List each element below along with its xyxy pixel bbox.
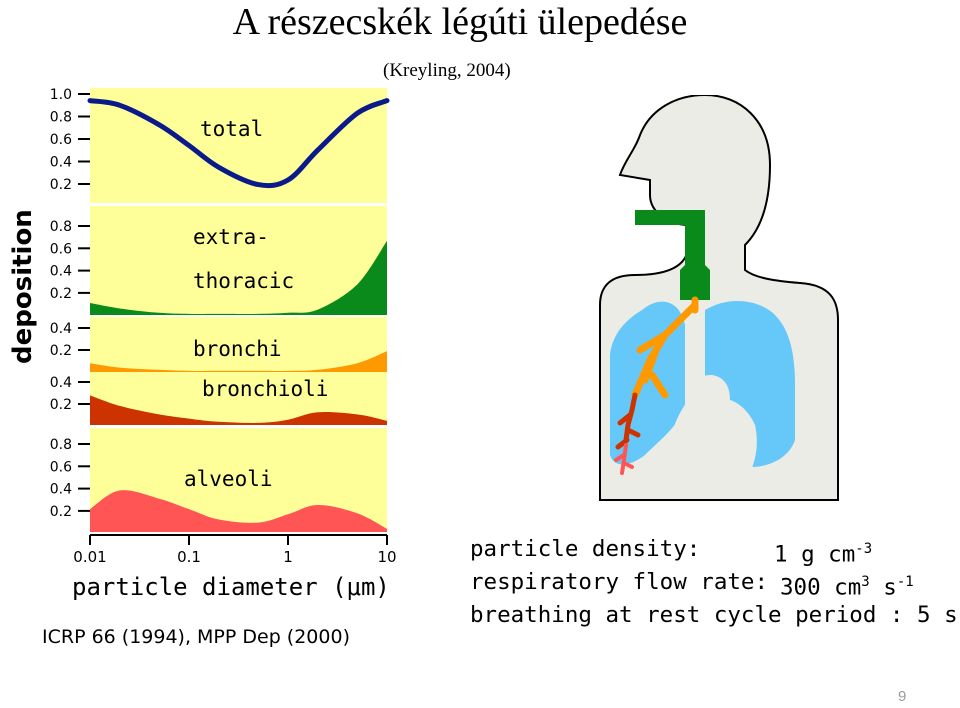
series-area-alveoli xyxy=(90,490,387,532)
y-tick-label-alveoli-3: 0.2 xyxy=(50,504,72,520)
y-tick-label-extrathoracic-1: 0.6 xyxy=(50,241,72,257)
y-tick-label-extrathoracic-2: 0.4 xyxy=(50,264,72,280)
cycle-text: breathing at rest cycle period : 5 s xyxy=(470,602,958,628)
panel-label-extrathoracic-1: thoracic xyxy=(193,269,294,293)
y-tick-label-bronchi-0: 0.4 xyxy=(50,321,72,337)
y-tick-label-extrathoracic-0: 0.8 xyxy=(50,219,72,235)
series-area-bronchi xyxy=(90,351,387,372)
series-area-bronchioli xyxy=(90,395,387,425)
y-tick-label-total-2: 0.6 xyxy=(50,132,72,148)
y-tick-label-alveoli-1: 0.6 xyxy=(50,459,72,475)
y-tick-label-alveoli-0: 0.8 xyxy=(50,437,72,453)
page-title: A részecskék légúti ülepedése xyxy=(232,1,688,43)
panel-label-total-0: total xyxy=(200,117,263,141)
alveoli-tree xyxy=(614,443,634,475)
extrathoracic-airway xyxy=(635,210,710,300)
flow-row: respiratory flow rate: 300 cm3 s-1 xyxy=(470,566,958,601)
x-tick-label-2: 1 xyxy=(283,548,293,566)
panel-label-bronchioli-0: bronchioli xyxy=(202,377,328,401)
parameters-block: particle density: 1 g cm-3 respiratory f… xyxy=(470,533,958,632)
y-tick-label-bronchi-1: 0.2 xyxy=(50,343,72,359)
y-axis-label: deposition xyxy=(8,209,38,364)
x-tick-label-3: 10 xyxy=(377,548,396,566)
panel-label-bronchi-0: bronchi xyxy=(193,337,282,361)
panel-total: 1.0 0.8 0.6 0.4 0.2 total xyxy=(50,87,390,203)
panel-background-extrathoracic xyxy=(90,206,387,315)
panel-label-extrathoracic-0: extra- xyxy=(193,225,269,249)
x-axis: 0.01 0.1 1 10 xyxy=(73,534,397,566)
bronchioli-tree xyxy=(615,392,641,450)
panel-alveoli: 0.8 0.6 0.4 0.2 alveoli xyxy=(50,428,387,532)
page-number: 9 xyxy=(898,688,907,705)
y-tick-label-extrathoracic-3: 0.2 xyxy=(50,286,72,302)
panel-background-bronchi xyxy=(90,317,387,372)
source-citation: ICRP 66 (1994), MPP Dep (2000) xyxy=(42,626,350,648)
panel-bronchi: 0.4 0.2 bronchi xyxy=(50,317,387,372)
x-tick-label-0: 0.01 xyxy=(73,548,106,566)
flow-value: 300 cm3 s-1 xyxy=(780,574,914,601)
chart-panels: 1.0 0.8 0.6 0.4 0.2 total 0.8 0.6 0.4 0.2 extra-th… xyxy=(50,87,390,532)
series-area-extrathoracic xyxy=(90,240,387,315)
y-tick-label-bronchioli-0: 0.4 xyxy=(50,375,72,391)
density-label: particle density: xyxy=(470,536,701,562)
bronchi-tree xyxy=(631,296,699,399)
y-tick-label-alveoli-2: 0.4 xyxy=(50,482,72,498)
panel-background-total xyxy=(90,88,387,203)
y-tick-label-total-3: 0.4 xyxy=(50,155,72,171)
respiratory-tract-illustration xyxy=(540,95,870,515)
panel-label-alveoli-0: alveoli xyxy=(184,467,273,491)
flow-label: respiratory flow rate: xyxy=(470,569,769,595)
x-axis-label: particle diameter (μm) xyxy=(72,573,390,601)
y-tick-label-bronchioli-1: 0.2 xyxy=(50,397,72,413)
panel-bronchioli: 0.4 0.2 bronchioli xyxy=(50,372,387,425)
panel-extrathoracic: 0.8 0.6 0.4 0.2 extra-thoracic xyxy=(50,206,387,315)
y-tick-label-total-4: 0.2 xyxy=(50,177,72,193)
density-row: particle density: 1 g cm-3 xyxy=(470,533,958,568)
y-tick-label-total-1: 0.8 xyxy=(50,110,72,126)
reference-note: (Kreyling, 2004) xyxy=(383,60,511,81)
density-value: 1 g cm-3 xyxy=(774,541,873,568)
x-tick-label-1: 0.1 xyxy=(177,548,201,566)
heart-shape xyxy=(670,375,757,485)
cycle-row: breathing at rest cycle period : 5 s xyxy=(470,599,958,632)
y-tick-label-total-0: 1.0 xyxy=(50,87,72,103)
series-line-total xyxy=(87,98,390,189)
